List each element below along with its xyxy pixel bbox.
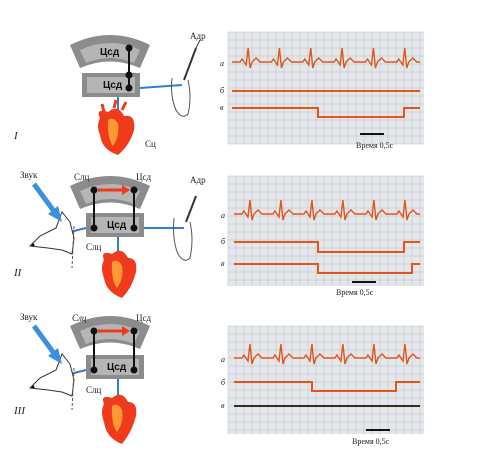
brain-box-inner bbox=[91, 217, 139, 233]
trace-b-label: б bbox=[220, 86, 225, 95]
heart-image bbox=[98, 99, 135, 155]
node-right-top bbox=[130, 186, 138, 194]
heart-label: Сц bbox=[145, 139, 156, 149]
node-left-top bbox=[90, 327, 98, 335]
brain-box-label: Цсд bbox=[107, 220, 127, 231]
red-arrowhead bbox=[122, 326, 130, 336]
trace-c bbox=[232, 107, 420, 118]
brain-box-inner bbox=[91, 359, 139, 375]
trace-a bbox=[232, 47, 420, 69]
slc-bottom-label: Слц bbox=[86, 242, 101, 252]
sound-label: Звук bbox=[20, 312, 38, 322]
node-left-bottom bbox=[90, 224, 98, 232]
slc-top-label: Слц bbox=[74, 172, 89, 182]
trace-c-label: в bbox=[220, 103, 224, 112]
trace-c bbox=[234, 263, 420, 274]
dog-head bbox=[28, 353, 75, 411]
brain-box-label: Цсд bbox=[103, 80, 123, 91]
dog-head bbox=[28, 211, 75, 269]
node-middle bbox=[125, 71, 133, 79]
trace-b-label: б bbox=[221, 378, 226, 387]
trace-a-label: а bbox=[221, 355, 225, 364]
node-bottom bbox=[125, 84, 133, 92]
trace-c-label: в bbox=[221, 259, 225, 268]
panel-3-trace-chart: а б в Время 0,5с bbox=[221, 325, 424, 446]
trace-b bbox=[234, 381, 420, 392]
nerve-to-adr bbox=[139, 84, 183, 89]
panel-1-diagram: Цсд Цсд Сц bbox=[13, 31, 206, 155]
time-scale-caption: Время 0,5с bbox=[356, 141, 394, 150]
time-scale-caption: Время 0,5с bbox=[336, 288, 374, 297]
slc-bottom-label: Слц bbox=[86, 385, 101, 395]
panel-2-diagram: Цсд Звук bbox=[13, 170, 206, 298]
cs-top-right-label: Цсд bbox=[136, 172, 151, 182]
adr-label: Адр bbox=[190, 175, 206, 185]
trace-grid-lines bbox=[227, 31, 424, 145]
heart-image bbox=[102, 250, 137, 298]
sound-arrow bbox=[31, 324, 62, 364]
panel-1: Цсд Цсд Сц bbox=[13, 31, 424, 155]
node-right-top bbox=[130, 327, 138, 335]
trace-a-label: а bbox=[220, 59, 224, 68]
trace-a-label: а bbox=[221, 211, 225, 220]
panel-numeral: III bbox=[13, 405, 26, 417]
trace-grid-lines bbox=[227, 325, 424, 434]
time-scale-caption: Время 0,5с bbox=[352, 437, 390, 446]
brain-box-inner bbox=[87, 77, 135, 93]
adr-label: Адр bbox=[190, 31, 206, 41]
panel-3-diagram: Цсд Звук Слц Цсд bbox=[13, 312, 151, 444]
sound-arrow bbox=[31, 182, 62, 222]
trace-b-label: б bbox=[221, 237, 226, 246]
trace-grid-bg bbox=[228, 176, 424, 286]
panel-2: Цсд Звук bbox=[13, 170, 424, 298]
hand-with-syringe bbox=[173, 195, 197, 261]
brain-box-label: Цсд bbox=[107, 362, 127, 373]
panel-numeral: II bbox=[13, 267, 23, 279]
panel-2-trace-chart: а б в Время 0,5с bbox=[221, 175, 424, 297]
node-left-top bbox=[90, 186, 98, 194]
brain-top-label: Цсд bbox=[100, 47, 120, 58]
hand-with-syringe bbox=[171, 39, 201, 117]
node-right-bottom bbox=[130, 366, 138, 374]
node-right-bottom bbox=[130, 224, 138, 232]
red-arrowhead bbox=[122, 185, 130, 195]
trace-b bbox=[234, 241, 420, 253]
panel-1-trace-chart: а б в Время 0,5с bbox=[220, 31, 424, 150]
trace-a bbox=[234, 199, 420, 221]
trace-grid-bg bbox=[228, 326, 424, 434]
trace-a bbox=[234, 343, 420, 365]
heart-image bbox=[102, 394, 137, 444]
panel-numeral: I bbox=[13, 130, 19, 142]
cs-top-right-label: Цсд bbox=[136, 313, 151, 323]
brain-arc-top-inner bbox=[80, 43, 140, 63]
node-left-bottom bbox=[90, 366, 98, 374]
sound-label: Звук bbox=[20, 170, 38, 180]
slc-top-label: Слц bbox=[72, 313, 87, 323]
panel-3: Цсд Звук Слц Цсд bbox=[13, 312, 424, 446]
trace-c-label: в bbox=[221, 401, 225, 410]
node-top bbox=[125, 44, 133, 52]
trace-grid-lines bbox=[227, 175, 424, 286]
